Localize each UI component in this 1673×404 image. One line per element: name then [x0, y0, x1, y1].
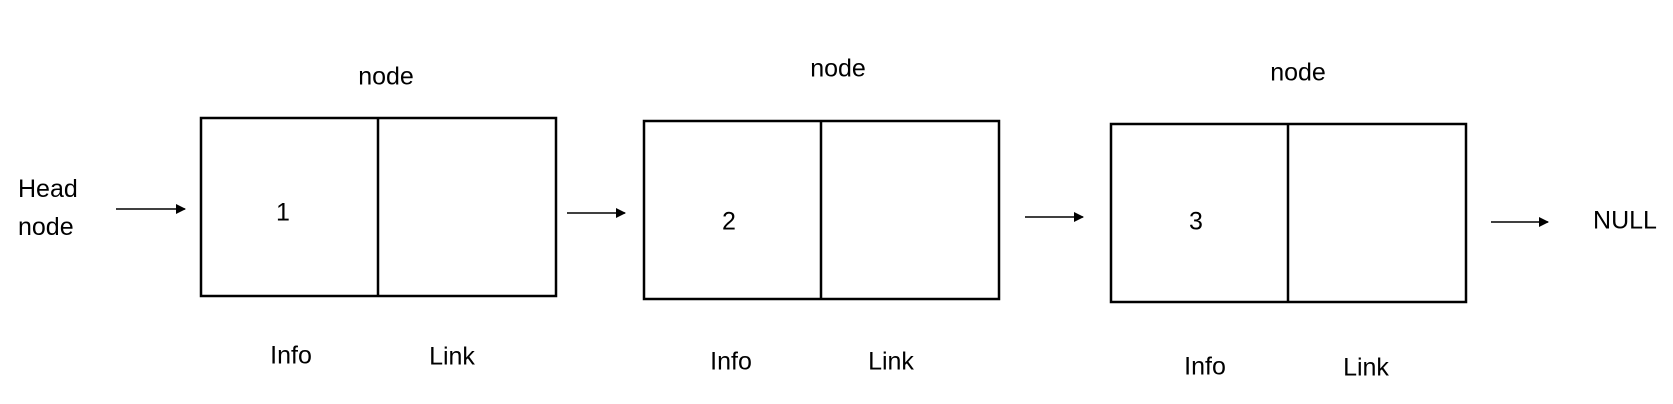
null-label: NULL [1593, 206, 1657, 235]
node-2-link-label: Link [868, 347, 914, 376]
node-3-link-label: Link [1343, 353, 1389, 382]
node-3-title: node [1270, 58, 1326, 87]
node-1-info-label: Info [270, 341, 312, 370]
node-2-info-label: Info [710, 347, 752, 376]
node-1-value: 1 [276, 198, 290, 227]
head-node-label-line1: Head [18, 175, 78, 203]
node-2-value: 2 [722, 207, 736, 236]
node-2-title: node [810, 54, 866, 83]
head-node-label: Head node [18, 170, 78, 246]
node-1-title: node [358, 62, 414, 91]
node-3-info-label: Info [1184, 352, 1226, 381]
node-3-value: 3 [1189, 207, 1203, 236]
node-1-link-label: Link [429, 342, 475, 371]
head-node-label-line2: node [18, 213, 74, 241]
